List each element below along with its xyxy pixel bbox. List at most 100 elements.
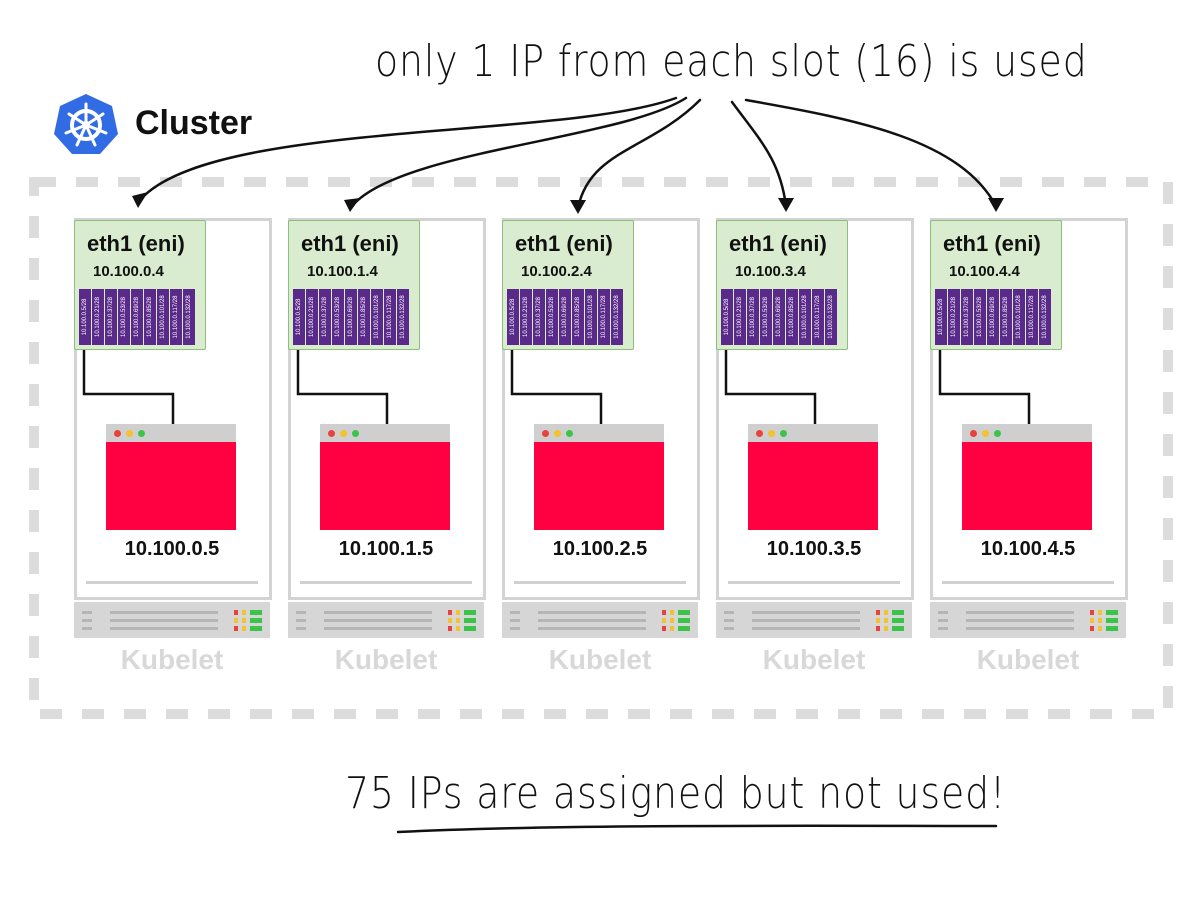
- green-dot-icon: [780, 430, 787, 437]
- eni-label: eth1 (eni): [515, 231, 613, 256]
- eni-ip: 10.100.2.4: [521, 263, 592, 280]
- eni-ip: 10.100.4.4: [949, 263, 1020, 280]
- eni-pod-link: [724, 346, 817, 424]
- node-frame-divider: [300, 581, 472, 584]
- pod-window: [962, 424, 1092, 530]
- kubelet-label: Kubelet: [120, 644, 224, 675]
- ip-slot-label: 10.100.0.53/28: [548, 296, 555, 338]
- green-dot-icon: [994, 430, 1001, 437]
- ip-slot: 10.100.0.37/28: [319, 289, 331, 345]
- ip-slot-label: 10.100.0.5/28: [509, 298, 516, 336]
- pod-ip: 10.100.1.5: [338, 538, 434, 560]
- cluster-boundary: [29, 177, 1173, 719]
- pod-titlebar: [320, 424, 450, 442]
- ip-slot: 10.100.0.85/28: [786, 289, 798, 345]
- pod-body: [106, 442, 236, 530]
- ip-slot: 10.100.0.101/28: [799, 289, 811, 345]
- ip-slot-label: 10.100.0.37/28: [535, 296, 542, 338]
- ip-slot-label: 10.100.0.37/28: [321, 296, 328, 338]
- red-dot-icon: [328, 430, 335, 437]
- ip-slot-label: 10.100.0.132/28: [613, 295, 620, 339]
- ip-slot-label: 10.100.0.21/28: [522, 296, 529, 338]
- ip-slot-label: 10.100.0.5/28: [295, 298, 302, 336]
- pod-titlebar: [534, 424, 664, 442]
- ip-slot-label: 10.100.0.132/28: [827, 295, 834, 339]
- bottom-underline: [396, 824, 998, 834]
- pod-window: [106, 424, 236, 530]
- eni-label: eth1 (eni): [943, 231, 1041, 256]
- arrow-to-node-5: [744, 98, 998, 208]
- ip-slot: 10.100.0.85/28: [144, 289, 156, 345]
- arrow-to-node-1: [138, 96, 678, 202]
- ip-slot-label: 10.100.0.117/28: [172, 295, 179, 339]
- ip-slots: 10.100.0.5/28 10.100.0.21/28 10.100.0.37/2…: [507, 289, 623, 345]
- pod-window: [534, 424, 664, 530]
- ip-slot-label: 10.100.0.85/28: [574, 296, 581, 338]
- ip-slot: 10.100.0.117/28: [812, 289, 824, 345]
- ip-slot-label: 10.100.0.132/28: [185, 295, 192, 339]
- kubernetes-logo-icon: [54, 94, 118, 154]
- ip-slot: 10.100.0.117/28: [598, 289, 610, 345]
- arrow-to-node-3: [576, 98, 702, 210]
- ip-slot: 10.100.0.69/28: [773, 289, 785, 345]
- server-rack-icon: [502, 602, 698, 638]
- pod-window: [320, 424, 450, 530]
- ip-slot: 10.100.0.21/28: [948, 289, 960, 345]
- ip-slot-label: 10.100.0.132/28: [1041, 295, 1048, 339]
- ip-slot: 10.100.0.21/28: [92, 289, 104, 345]
- ip-slot: 10.100.0.53/28: [118, 289, 130, 345]
- ip-slot: 10.100.0.53/28: [760, 289, 772, 345]
- yellow-dot-icon: [554, 430, 561, 437]
- pod-body: [748, 442, 878, 530]
- ip-slot-label: 10.100.0.69/28: [989, 296, 996, 338]
- eni-pod-link: [82, 346, 175, 424]
- ip-slot: 10.100.0.117/28: [384, 289, 396, 345]
- pod-body: [320, 442, 450, 530]
- pod-body: [962, 442, 1092, 530]
- ip-slot-label: 10.100.0.85/28: [1002, 296, 1009, 338]
- arrow-to-node-2: [350, 96, 688, 208]
- arrowhead-5: [988, 198, 1004, 212]
- pod-titlebar: [748, 424, 878, 442]
- ip-slot: 10.100.0.53/28: [974, 289, 986, 345]
- ip-slot: 10.100.0.5/28: [507, 289, 519, 345]
- ip-slot: 10.100.0.37/28: [533, 289, 545, 345]
- ip-slot-label: 10.100.0.53/28: [762, 296, 769, 338]
- pod-ip: 10.100.2.5: [552, 538, 648, 560]
- ip-slot-label: 10.100.0.69/28: [347, 296, 354, 338]
- ip-slot: 10.100.0.132/28: [825, 289, 837, 345]
- bottom-annotation: 75 IPs are assigned but not used!: [345, 768, 1007, 819]
- ip-slot-label: 10.100.0.21/28: [950, 296, 957, 338]
- ip-slot-label: 10.100.0.37/28: [107, 296, 114, 338]
- ip-slot-label: 10.100.0.37/28: [749, 296, 756, 338]
- pod-titlebar: [962, 424, 1092, 442]
- eni-label: eth1 (eni): [729, 231, 827, 256]
- ip-slot-label: 10.100.0.37/28: [963, 296, 970, 338]
- pod-ip: 10.100.0.5: [124, 538, 220, 560]
- ip-slot: 10.100.0.5/28: [935, 289, 947, 345]
- node-frame-divider: [514, 581, 686, 584]
- pod-ip: 10.100.4.5: [980, 538, 1076, 560]
- ip-slot-label: 10.100.0.101/28: [159, 295, 166, 339]
- ip-slot-label: 10.100.0.5/28: [723, 298, 730, 336]
- yellow-dot-icon: [126, 430, 133, 437]
- top-annotation: only 1 IP from each slot (16) is used: [375, 36, 1088, 87]
- ip-slot-label: 10.100.0.117/28: [600, 295, 607, 339]
- red-dot-icon: [756, 430, 763, 437]
- cluster-title: Cluster: [135, 104, 253, 142]
- yellow-dot-icon: [340, 430, 347, 437]
- ip-slot-label: 10.100.0.85/28: [360, 296, 367, 338]
- green-dot-icon: [352, 430, 359, 437]
- server-rack-icon: [288, 602, 484, 638]
- ip-slot-label: 10.100.0.53/28: [334, 296, 341, 338]
- arrowhead-2: [344, 198, 360, 212]
